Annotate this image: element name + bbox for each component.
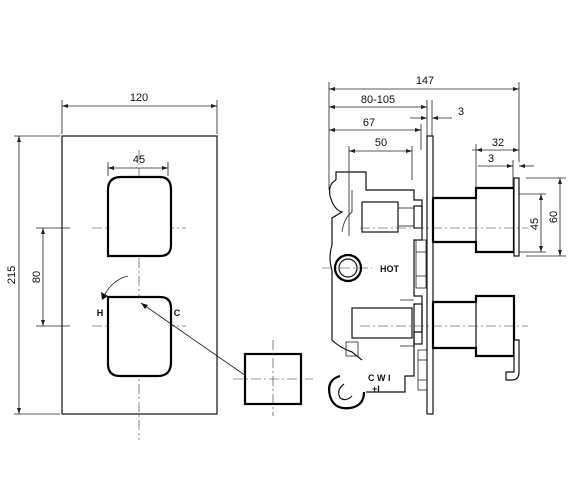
dim-handle-spacing: 80 — [31, 227, 70, 327]
dim-total-depth: 147 — [328, 75, 520, 190]
dim-body-depth-label: 80-105 — [361, 94, 395, 106]
dim-width-label: 120 — [130, 92, 148, 104]
hot-label: H — [97, 308, 104, 318]
cold-port — [328, 374, 366, 410]
front-view: 120 215 45 80 — [6, 92, 313, 440]
dim-handle-h: 45 — [516, 193, 546, 253]
side-view: 147 80-105 3 67 — [322, 75, 566, 415]
valve-body — [329, 171, 428, 393]
dim-handle-width: 45 — [107, 154, 169, 176]
dim-handle-proj: 32 — [472, 137, 519, 196]
dim-handle-h-label: 45 — [529, 218, 541, 230]
dim-width: 120 — [61, 92, 218, 134]
dim-handle-gap-label: 3 — [488, 153, 494, 165]
dim-to-core: 50 — [348, 137, 413, 236]
cold-port-label: C W I — [368, 373, 391, 383]
side-upper-handle — [431, 186, 516, 254]
hot-port-label: HOT — [380, 264, 400, 274]
dim-height: 215 — [6, 135, 60, 415]
dim-to-core-label: 50 — [375, 137, 387, 149]
side-wall-plate — [426, 135, 434, 415]
dim-plate: 3 — [410, 100, 464, 140]
dim-to-plate-label: 67 — [363, 117, 375, 129]
lower-handle — [106, 295, 173, 378]
dim-body-depth: 80-105 — [329, 94, 428, 140]
dim-total-depth-label: 147 — [416, 75, 434, 87]
cold-label: C — [174, 308, 181, 318]
dim-plate-label: 3 — [458, 106, 464, 118]
dim-handle-spacing-label: 80 — [31, 271, 43, 283]
dim-handle-proj-label: 32 — [492, 137, 504, 149]
dim-to-plate: 67 — [329, 117, 422, 150]
dim-plate-h-label: 60 — [548, 211, 560, 223]
rotation-arrow — [103, 275, 129, 297]
front-plate — [61, 135, 218, 415]
upper-handle — [106, 175, 173, 258]
cold-port-symbol: +I — [372, 384, 380, 394]
dim-plate-h: 60 — [526, 177, 566, 257]
dim-height-label: 215 — [6, 266, 18, 284]
